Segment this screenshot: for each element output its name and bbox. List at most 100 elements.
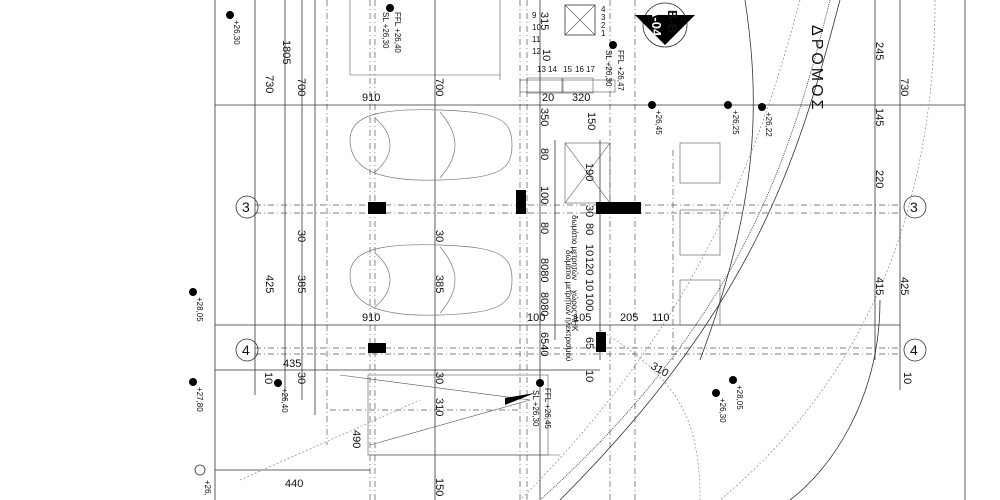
section-marker: B-B A-04 [635,2,695,48]
stair-number: 10 [532,23,541,32]
dimension-label: FFL +26,40 [393,12,402,53]
room-label: χώρος ΑΗΚ [570,290,579,332]
dimension-label: 10 [583,279,595,291]
dimension-label: 700 [295,78,307,96]
stair-number: 2 [601,21,606,30]
stair-number: 9 [532,11,537,20]
dimension-label: 190 [583,163,595,181]
dimension-label: 425 [898,277,910,295]
column [516,190,526,214]
column [368,343,386,353]
dimension-label: 245 [873,42,885,60]
dimension-label: 3 [910,199,918,215]
dimension-labels: 730 1805 700 910 700 30 30 425 385 385 9… [262,12,913,496]
dimension-label: +26,30 [718,398,727,423]
dimension-label: +26,45 [654,110,663,135]
dimension-label: 10 [262,372,274,384]
dimension-label: 205 [620,312,638,324]
column [596,202,641,214]
dimension-label: 145 [873,108,885,126]
dimension-label: 8080 [538,292,550,316]
road-label: ΔΡΟΜΟΣ [808,25,825,112]
dimension-label: 320 [572,92,590,104]
dimension-label: +26,30 [232,20,241,45]
dimension-label: +26, [203,480,212,496]
dimension-label: 425 [263,275,275,293]
dimension-label: SL +26,30 [531,390,540,427]
dimension-label: 4 [910,342,918,358]
dimension-label: 730 [263,75,275,93]
dimension-label: FFL +26,45 [543,388,552,429]
dimension-label: 350 [538,108,550,126]
column [368,202,386,214]
stair-number: 4 [601,5,606,14]
dimension-label: 30 [295,230,307,242]
dimension-label: 80 [538,148,550,160]
staircase: 4 3 2 1 9 10 11 12 13 14 15 16 17 [526,4,606,94]
dimension-label: 120 [583,257,595,275]
dimension-label: 150 [433,478,445,496]
car-top-view [349,109,513,181]
dimension-label: 385 [295,275,307,293]
dimension-label: +28,05 [735,385,744,410]
dimension-label: 490 [350,430,362,448]
dimension-label: 100 [538,186,550,204]
dimension-label: B-B [665,10,680,33]
dimension-label: 80 [538,222,550,234]
dimension-label: 105 [573,312,591,324]
dimension-label: 220 [873,170,885,188]
dimension-label: 315 [538,12,550,30]
dimension-label: 30 [433,372,445,384]
level-markers [189,4,766,476]
room-label: δωμάτιο μετρητών ηλεκτρισμού [564,250,573,361]
dimension-label: 310 [433,398,445,416]
dimension-label: 910 [362,312,380,324]
stair-number: 15 [563,65,572,74]
dimension-label: 30 [583,205,595,217]
dimension-label: 730 [898,78,910,96]
stair-number: 3 [601,13,606,22]
dimension-label: 6540 [538,332,550,356]
dimension-label: 100 [527,312,545,324]
dimension-label: +26,25 [731,110,740,135]
dimension-label: +26,40 [280,388,289,413]
dimension-label: SL +26,30 [604,50,613,87]
dimension-label: 30 [433,230,445,242]
stair-number: 13 [537,65,546,74]
grid-bubble-3: 3 3 [235,195,927,219]
dimension-label: A-04 [649,8,664,37]
dimension-label: 310 [649,360,671,380]
dimension-label: 80 [583,223,595,235]
dimension-label: 700 [433,78,445,96]
dimension-label: 415 [873,277,885,295]
road-curves [519,0,936,500]
stair-number: 1 [601,29,606,38]
dimension-label: 4 [242,342,250,358]
dimension-label: 1805 [280,40,292,64]
car-top-view [349,244,513,316]
stair-number: 11 [532,35,541,44]
dimension-label: 20 [542,92,554,104]
level-labels: +26,30 FFL +26,40 SL +26,30 FFL +26,47 S… [195,12,773,496]
dimension-label: 910 [362,92,380,104]
dimension-label: +27,80 [195,387,204,412]
dimension-label: 65 [583,337,595,349]
dimension-label: 10 [583,370,595,382]
dimension-label: 10 [901,372,913,384]
dimension-label: 435 [283,358,301,370]
dimension-label: 10 [583,244,595,256]
dimension-label: 100 [583,293,595,311]
columns [368,190,641,405]
section-arrow-icon [505,393,535,405]
dimension-label: 8080 [538,258,550,282]
dimension-label: FFL +26,47 [616,50,625,91]
dimension-label: +28,05 [195,297,204,322]
dimension-label: 30 [295,372,307,384]
stair-number: 14 [548,65,557,74]
dimension-label: 150 [585,112,597,130]
dimension-label: 385 [433,275,445,293]
room-label: δωμάτιο μετρητών [570,215,579,280]
dimension-label: SL +26,30 [381,12,390,49]
